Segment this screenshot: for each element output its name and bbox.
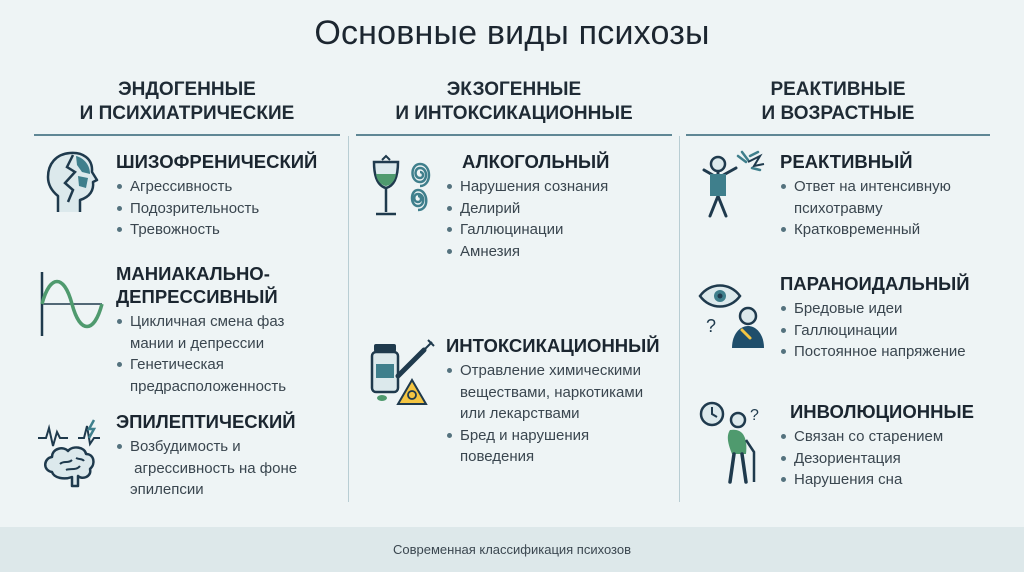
list-item-line: мании и депрессии (130, 334, 265, 352)
block-title: ИНВОЛЮЦИОННЫЕ (790, 401, 974, 422)
block-paranoid: ПАРАНОИДАЛЬНЫЙ Бредовые идеи Галлюцинаци… (780, 272, 970, 363)
page-title: Основные виды психозы (314, 14, 710, 52)
column-heading-exogenous: ЭКЗОГЕННЫЕ И ИНТОКСИКАЦИОННЫЕ (356, 78, 672, 126)
list-item: Генетическая предрасположенность (116, 354, 286, 397)
column-heading-line: РЕАКТИВНЫЕ (770, 79, 906, 100)
item-list: Связан со старением Дезориентация Наруше… (780, 426, 974, 491)
clock-elderly-person-icon: ? (699, 401, 759, 484)
column-divider (686, 134, 990, 136)
list-item: Тревожность (116, 219, 317, 241)
vertical-separator (679, 136, 680, 502)
list-item: Амнезия (446, 241, 609, 263)
list-item: Ответ на интенсивную психотравму (780, 176, 951, 219)
list-item: Постоянное напряжение (780, 341, 970, 363)
list-item: Бред и нарушения поведения (446, 425, 660, 468)
block-manic-depressive: МАНИАКАЛЬНО- ДЕПРЕССИВНЫЙ Цикличная смен… (116, 262, 286, 397)
pills-syringe-biohazard-icon (370, 339, 435, 405)
column-divider (34, 134, 340, 136)
column-heading-line: И ВОЗРАСТНЫЕ (761, 103, 915, 124)
item-list: Возбудимость и агрессивность на фоне эпил… (116, 436, 297, 501)
block-involutional: ИНВОЛЮЦИОННЫЕ Связан со старением Дезори… (780, 400, 974, 491)
column-heading-line: ЭНДОГЕННЫЕ (118, 79, 256, 100)
list-item-line: Цикличная смена фаз (130, 313, 285, 330)
list-item: Дезориентация (780, 448, 974, 470)
footer-caption: Современная классификация психозов (0, 527, 1024, 572)
block-alcoholic: АЛКОГОЛЬНЫЙ Нарушения сознания Делирий Г… (446, 150, 609, 262)
list-item: Цикличная смена фаз мании и депрессии (116, 311, 286, 354)
list-item: Галлюцинации (780, 320, 970, 342)
list-item: Отравление химическими веществами, наркот… (446, 360, 660, 425)
vertical-separator (348, 136, 349, 502)
sine-wave-icon (40, 272, 104, 336)
svg-text:?: ? (750, 407, 759, 424)
list-item-line: эпилепсии (130, 481, 204, 498)
block-intoxication: ИНТОКСИКАЦИОННЫЙ Отравление химическими в… (446, 334, 660, 468)
item-list: Бредовые идеи Галлюцинации Постоянное на… (780, 298, 970, 363)
item-list: Цикличная смена фаз мании и депрессии Ген… (116, 311, 286, 397)
block-title: ЭПИЛЕПТИЧЕСКИЙ (116, 411, 296, 432)
block-title: МАНИАКАЛЬНО- (116, 263, 270, 284)
item-list: Нарушения сознания Делирий Галлюцинации … (446, 176, 609, 262)
list-item-line: Отравление химическими (460, 362, 641, 379)
column-heading-reactive: РЕАКТИВНЫЕ И ВОЗРАСТНЫЕ (686, 78, 990, 126)
item-list: Агрессивность Подозрительность Тревожнос… (116, 176, 317, 241)
column-divider (356, 134, 672, 136)
column-heading-line: И ИНТОКСИКАЦИОННЫЕ (395, 103, 633, 124)
head-broken-icon (46, 151, 99, 212)
list-item-line: Бред и нарушения (460, 426, 590, 444)
column-heading-endogenous: ЭНДОГЕННЫЕ И ПСИХИАТРИЧЕСКИЕ (34, 78, 340, 126)
item-list: Ответ на интенсивную психотравму Кратковр… (780, 176, 951, 241)
block-title: АЛКОГОЛЬНЫЙ (462, 151, 610, 172)
block-title: ДЕПРЕССИВНЫЙ (116, 286, 278, 307)
list-item: Подозрительность (116, 198, 317, 220)
column-heading-line: И ПСИХИАТРИЧЕСКИЕ (79, 103, 295, 124)
list-item-line: поведения (460, 448, 535, 465)
block-epileptic: ЭПИЛЕПТИЧЕСКИЙ Возбудимость и агрессивно… (116, 410, 297, 501)
svg-text:?: ? (706, 316, 716, 336)
column-heading-line: ЭКЗОГЕННЫЕ (446, 79, 582, 100)
list-item: Возбудимость и агрессивность на фоне эпил… (116, 436, 297, 501)
block-schizophrenic: ШИЗОФРЕНИЧЕСКИЙ Агрессивность Подозрител… (116, 150, 317, 241)
list-item: Кратковременный (780, 219, 951, 241)
list-item-line: или лекарствами (460, 405, 580, 422)
shocked-person-icon (702, 150, 765, 218)
list-item-line: психотравму (794, 199, 883, 217)
list-item-line: предрасположенность (130, 377, 287, 395)
list-item-line: Генетическая (130, 356, 224, 373)
block-reactive: РЕАКТИВНЫЙ Ответ на интенсивную психотрав… (780, 150, 951, 241)
list-item: Галлюцинации (446, 219, 609, 241)
block-title: ИНТОКСИКАЦИОННЫЙ (446, 335, 660, 356)
list-item-line: Возбудимость и (130, 438, 241, 455)
list-item: Бредовые идеи (780, 298, 970, 320)
item-list: Отравление химическими веществами, наркот… (446, 360, 660, 468)
list-item: Связан со старением (780, 426, 974, 448)
list-item: Делирий (446, 198, 609, 220)
list-item-line: веществами, наркотиками (460, 383, 644, 401)
list-item: Нарушения сознания (446, 176, 609, 198)
block-title: РЕАКТИВНЫЙ (780, 151, 913, 172)
list-item-line: агрессивность на фоне (130, 459, 298, 477)
brain-lightning-icon (38, 419, 100, 488)
eye-person-question-icon: ? (698, 284, 764, 348)
list-item: Нарушения сна (780, 469, 974, 491)
wine-glass-spiral-icon (372, 154, 431, 216)
list-item-line: Ответ на интенсивную (794, 178, 951, 195)
block-title: ШИЗОФРЕНИЧЕСКИЙ (116, 151, 318, 172)
list-item: Агрессивность (116, 176, 317, 198)
block-title: ПАРАНОИДАЛЬНЫЙ (780, 273, 970, 294)
